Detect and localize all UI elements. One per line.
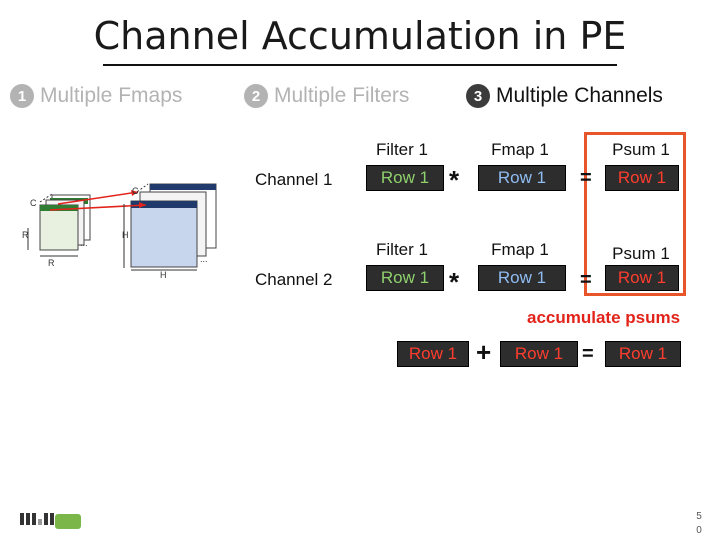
filter-r-width-label: R [48, 258, 55, 268]
channel-2-label: Channel 2 [255, 270, 333, 289]
channel-2-equals: = [580, 269, 592, 291]
accumulate-label: accumulate psums [527, 308, 681, 327]
accumulate-result-row: Row 1 [605, 341, 681, 367]
channel-1-filter-row: Row 1 [366, 165, 444, 191]
filter-c-label: C [30, 198, 37, 208]
channel-2-fmap-row: Row 1 [478, 265, 566, 291]
step-multiple-channels: 3 Multiple Channels [466, 84, 663, 108]
fmap-h-label: H [122, 230, 129, 240]
channel-2-psum-row: Row 1 [605, 265, 679, 291]
arrow-channel-1 [57, 191, 139, 205]
psum-header-1: Psum 1 [612, 140, 670, 159]
filter-c-dim [39, 193, 53, 203]
accumulate-equals: = [582, 343, 594, 365]
fmap-header-2: Fmap 1 [491, 240, 549, 259]
channel-2-filter-row: Row 1 [366, 265, 444, 291]
accumulate-mid-row: Row 1 [500, 341, 578, 367]
fmap-dots: ... [200, 254, 208, 264]
filter-header-1: Filter 1 [376, 140, 428, 159]
filter-dots: ... [80, 238, 88, 248]
channel-1-equals: = [580, 167, 592, 189]
step-multiple-fmaps: 1 Multiple Fmaps [10, 84, 182, 108]
filter-r-label: R [22, 230, 29, 240]
filter-header-2: Filter 1 [376, 240, 428, 259]
accumulate-plus: + [476, 337, 492, 367]
step-number-3: 3 [466, 84, 490, 108]
channel-1-psum-row: Row 1 [605, 165, 679, 191]
fmap-c-dim [133, 183, 149, 195]
fmap-row-front [131, 201, 197, 208]
channel-1-fmap-row: Row 1 [478, 165, 566, 191]
mit-logo [20, 513, 54, 525]
channel-2-multiply: * [449, 267, 460, 297]
nvidia-logo [55, 514, 81, 529]
step-number-2: 2 [244, 84, 268, 108]
channel-1-label: Channel 1 [255, 170, 333, 189]
fmap-row-back [150, 184, 216, 190]
filter-row-front [40, 205, 78, 211]
fmap-c-label: C [132, 186, 139, 196]
step-label-3: Multiple Channels [496, 84, 663, 107]
arrow-channel-2 [49, 204, 147, 211]
fmap-h-width-label: H [160, 270, 167, 280]
step-label-1: Multiple Fmaps [40, 84, 183, 107]
page-title: Channel Accumulation in PE [93, 14, 627, 58]
fmap-header-1: Fmap 1 [491, 140, 549, 159]
psum-highlight-frame [584, 132, 686, 296]
channel-1-multiply: * [449, 165, 460, 195]
title-underline [103, 64, 617, 66]
page-number-line-1: 5 [696, 511, 702, 522]
step-number-1: 1 [10, 84, 34, 108]
accumulate-left-row: Row 1 [397, 341, 469, 367]
fmap-plane-front [130, 200, 198, 268]
step-multiple-filters: 2 Multiple Filters [244, 84, 409, 108]
step-label-2: Multiple Filters [274, 84, 410, 107]
page-number-line-2: 0 [696, 525, 702, 536]
tensor-diagram: C R R C H H ... ... [22, 183, 217, 280]
page-number: 5 0 [692, 510, 706, 538]
filter-plane-front [39, 204, 79, 251]
psum-header-2: Psum 1 [612, 244, 670, 263]
